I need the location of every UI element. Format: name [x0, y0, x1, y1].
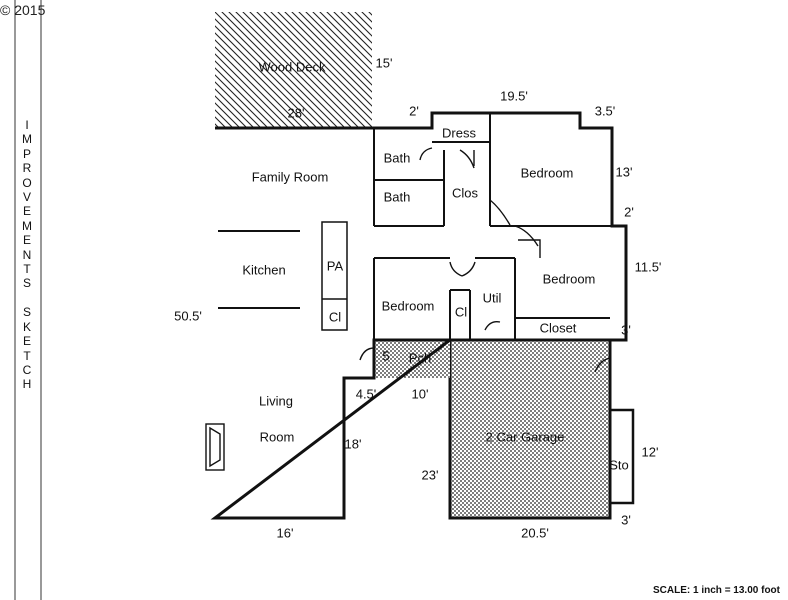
dim-right-11-5: 11.5': [634, 259, 662, 275]
dim-porch-5: 5: [382, 348, 390, 364]
label-room: Room: [259, 429, 295, 445]
side-title-letter: I: [25, 118, 29, 132]
label-bedroom-1: Bedroom: [520, 165, 574, 181]
side-title-letter: N: [22, 247, 32, 262]
garage-area: [448, 338, 612, 520]
dim-garage-23: 23': [421, 467, 439, 483]
pantry-cabinet: [321, 221, 348, 331]
dim-porch-4-5: 4.5': [355, 386, 377, 402]
dim-bottom-16: 16': [276, 525, 294, 541]
label-kitchen: Kitchen: [242, 262, 286, 278]
label-bath-1: Bath: [383, 150, 411, 166]
label-family-room: Family Room: [251, 169, 329, 185]
label-garage: 2 Car Garage: [485, 429, 565, 445]
side-title-letter: E: [22, 204, 31, 219]
dim-storage-12: 12': [641, 444, 659, 460]
side-title-letter: T: [23, 262, 31, 277]
label-bath-2: Bath: [383, 189, 411, 205]
label-bedroom-2: Bedroom: [542, 271, 596, 287]
side-title-letter: E: [22, 334, 31, 349]
label-dress: Dress: [442, 125, 476, 141]
side-title-letter: C: [22, 362, 32, 377]
dim-porch-10: 10': [411, 386, 429, 402]
dim-right-3: 3': [621, 322, 631, 338]
label-cl-2: Cl: [454, 304, 468, 320]
label-pa: PA: [326, 258, 344, 274]
label-wood-deck: Wood Deck: [258, 59, 326, 75]
side-title-letter: O: [22, 175, 32, 190]
dim-deck-depth: 15': [375, 55, 393, 71]
dim-left-50-5: 50.5': [174, 308, 202, 324]
dim-top-19-5: 19.5': [500, 88, 528, 104]
label-closet: Closet: [539, 320, 577, 336]
side-title-letter: T: [23, 348, 31, 363]
side-title-letter: P: [22, 146, 31, 161]
label-clos: Clos: [451, 185, 479, 201]
side-title-letter: M: [22, 132, 32, 147]
label-util: Util: [482, 290, 502, 306]
dim-right-13: 13': [615, 164, 633, 180]
side-title-letter: M: [22, 218, 32, 233]
dim-right-2: 2': [624, 204, 634, 220]
label-cl-1: Cl: [328, 309, 342, 325]
side-title-letter: K: [22, 319, 31, 334]
label-bedroom-3: Bedroom: [381, 298, 435, 314]
label-storage: Sto: [609, 457, 629, 473]
dim-top-2: 2': [409, 103, 419, 119]
dim-bottom-3: 3': [621, 512, 631, 528]
label-porch: Pch: [408, 350, 432, 366]
dim-deck-width: 28': [287, 105, 305, 121]
fireplace: [205, 423, 225, 471]
side-title-letter: S: [22, 276, 31, 291]
side-title-letter: E: [22, 233, 31, 248]
dim-living-18: 18': [344, 436, 362, 452]
dim-bottom-20-5: 20.5': [521, 525, 549, 541]
side-title-letter: R: [22, 161, 32, 176]
side-title-letter: H: [22, 377, 32, 392]
copyright-text: © 2015: [0, 2, 46, 18]
dim-top-3-5: 3.5': [594, 103, 616, 119]
side-title-letter: S: [22, 305, 31, 320]
scale-text: SCALE: 1 inch = 13.00 foot: [653, 585, 780, 596]
storage-outline: [610, 408, 635, 505]
side-title-letter: [20, 291, 34, 305]
porch-area: [374, 340, 450, 378]
label-living: Living: [259, 393, 293, 409]
wood-deck-area: [215, 12, 372, 127]
side-title-letter: V: [22, 190, 31, 205]
